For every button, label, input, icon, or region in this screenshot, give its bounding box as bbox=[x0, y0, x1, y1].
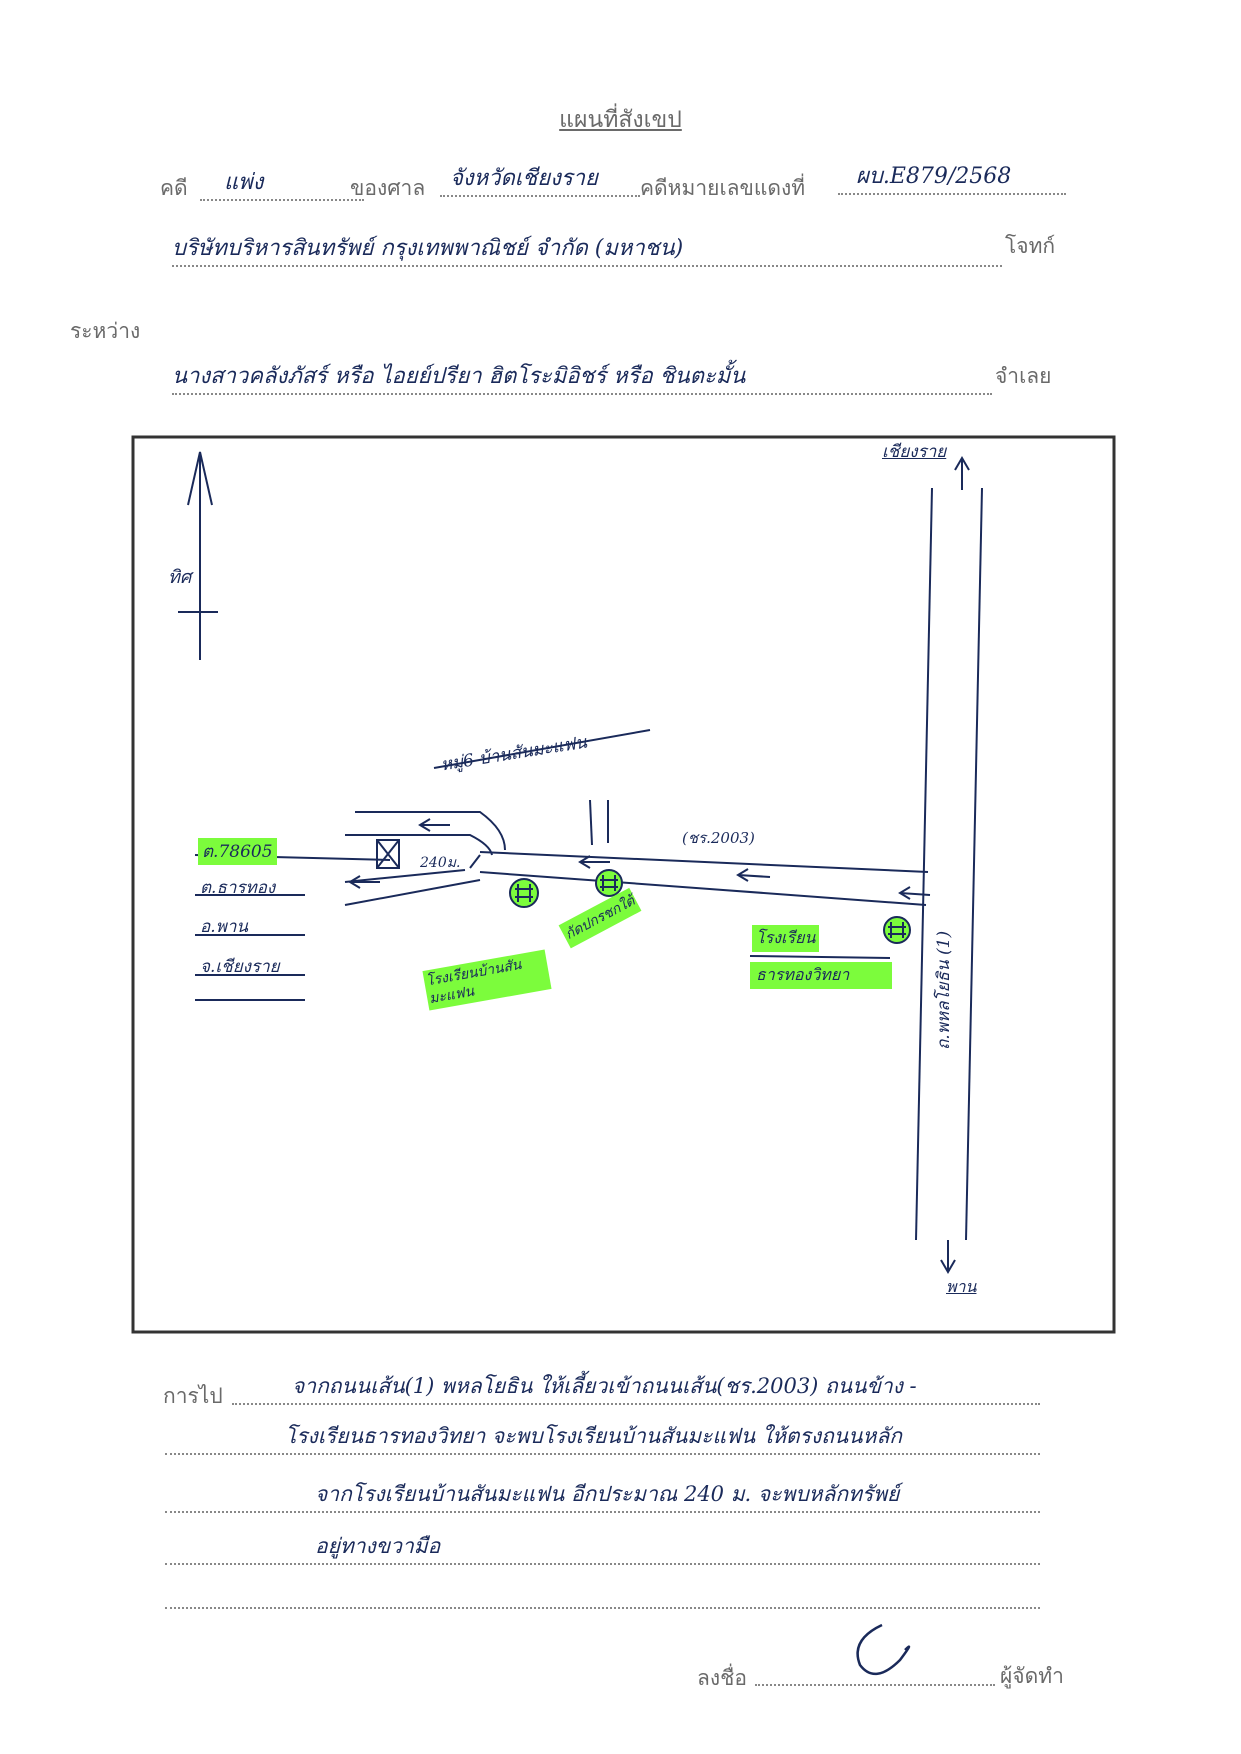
case-type: แพ่ง bbox=[200, 164, 364, 201]
map-label-top-right: เชียงราย bbox=[882, 442, 947, 462]
north-label: ทิศ bbox=[168, 567, 192, 588]
sign-label: ลงชื่อ bbox=[697, 1666, 747, 1690]
plaintiff-label: โจทก์ bbox=[1005, 234, 1056, 258]
maker-label: ผู้จัดทำ bbox=[1000, 1664, 1064, 1688]
address-line-2: ต.ธารทอง bbox=[200, 878, 276, 898]
map-label-bottom-right: พาน bbox=[946, 1277, 977, 1296]
landmark-school2-label-a: โรงเรียน bbox=[752, 925, 820, 952]
address-underlines bbox=[195, 894, 305, 1001]
side-road-lower-edge bbox=[479, 871, 927, 906]
court-label: ของศาล bbox=[350, 176, 426, 200]
directions-line-3: จากโรงเรียนบ้านสันมะแฟน อีกประมาณ 240 ม.… bbox=[165, 1478, 1040, 1513]
landmark-school2-label-b: ธารทองวิทยา bbox=[750, 962, 892, 989]
address-line-3: อ.พาน bbox=[200, 917, 248, 937]
defendant-label: จำเลย bbox=[995, 364, 1052, 388]
north-arrow-head bbox=[187, 451, 213, 506]
plaintiff-name: บริษัทบริหารสินทรัพย์ กรุงเทพพาณิชย์ จำก… bbox=[172, 230, 1002, 267]
property-marker bbox=[376, 839, 400, 869]
directions-line-2: โรงเรียนธารทองวิทยา จะพบโรงเรียนบ้านสันม… bbox=[165, 1420, 1040, 1455]
road-code-label: (ชร.2003) bbox=[682, 829, 755, 847]
side-road-upper-edge bbox=[479, 851, 929, 873]
case-label: คดี bbox=[160, 176, 188, 200]
defendant-name: นางสาวคลังภัสร์ หรือ ไอยย์ปรียา ฮิตโระมิ… bbox=[172, 358, 992, 395]
main-road-label: ถ.พหลโยธิน (1) bbox=[934, 930, 954, 1050]
address-line-4: จ.เชียงราย bbox=[200, 957, 280, 977]
signature-line bbox=[755, 1676, 995, 1686]
directions-line-1: จากถนนเส้น(1) พหลโยธิน ให้เลี้ยวเข้าถนนเ… bbox=[232, 1370, 1040, 1405]
distance-label: 240ม. bbox=[420, 855, 461, 871]
address-line-1: ต.78605 bbox=[198, 838, 277, 865]
between-label: ระหว่าง bbox=[70, 319, 141, 343]
directions-line-5 bbox=[165, 1605, 1040, 1609]
case-number-label: คดีหมายเลขแดงที่ bbox=[640, 176, 806, 200]
directions-label: การไป bbox=[163, 1384, 223, 1408]
main-road-left-edge bbox=[915, 487, 933, 1241]
main-road-right-edge bbox=[965, 487, 983, 1241]
case-number: ผบ.E879/2568 bbox=[838, 158, 1066, 195]
court-name: จังหวัดเชียงราย bbox=[440, 160, 640, 197]
page-title: แผนที่สังเขป bbox=[559, 107, 682, 133]
direction-arrows bbox=[348, 818, 931, 900]
directions-line-4: อยู่ทางขวามือ bbox=[165, 1530, 1040, 1565]
map-frame bbox=[131, 435, 1116, 1334]
